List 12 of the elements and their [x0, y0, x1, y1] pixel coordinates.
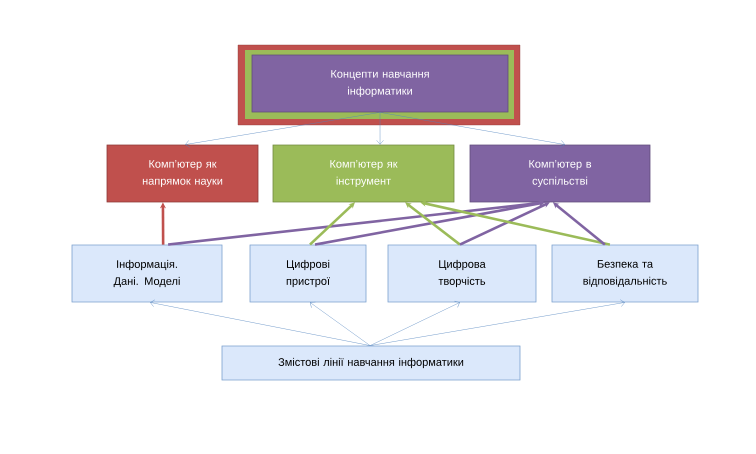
arrow	[370, 299, 625, 346]
arrow	[310, 302, 370, 346]
concept-box: Комп’ютер як інструмент	[272, 144, 454, 202]
content-lines-box: Змістові лінії навчання інформатики	[222, 346, 520, 380]
title-box: Концепти навчання інформатики	[238, 44, 520, 126]
arrow	[376, 112, 384, 144]
concept-box: Комп’ютер як напрямок науки	[106, 144, 258, 202]
arrow	[380, 112, 565, 148]
arrow	[150, 300, 370, 346]
arrow	[370, 300, 460, 346]
concept-box: Комп’ютер в суспільстві	[470, 144, 650, 202]
arrow	[185, 112, 380, 148]
